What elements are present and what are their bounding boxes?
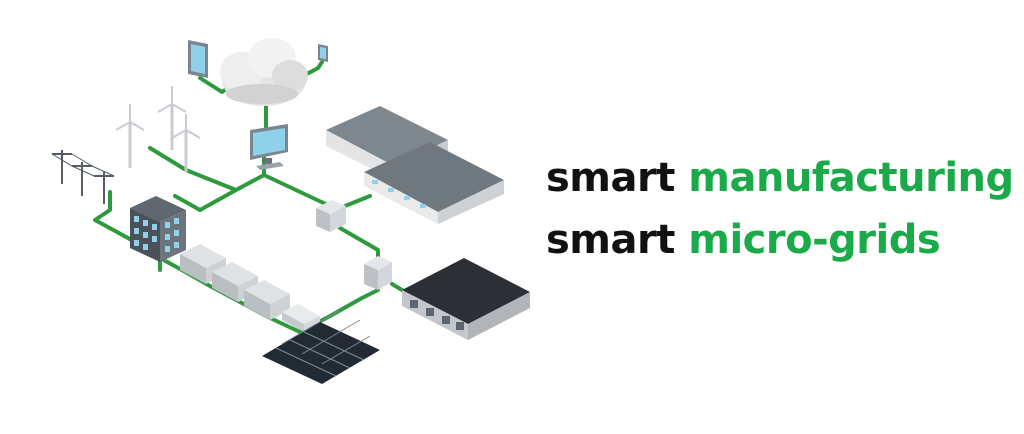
factory-icon — [326, 106, 504, 224]
generator-icon — [180, 244, 290, 320]
cloud-icon — [220, 38, 308, 106]
monitor-icon — [250, 124, 288, 170]
inverter-cabinet-icon — [316, 200, 392, 290]
headline-2-prefix: smart — [546, 217, 675, 263]
battery-storage-icon — [282, 304, 320, 332]
headline-line-1: smart manufacturing — [546, 158, 1014, 198]
warehouse-icon — [402, 258, 530, 340]
solar-panel-icon — [262, 309, 380, 384]
phone-icon — [318, 44, 328, 62]
power-pylon-icon — [51, 150, 115, 204]
headline-line-2: smart micro-grids — [546, 217, 941, 263]
headline-1-prefix: smart — [546, 155, 675, 201]
tablet-icon — [188, 40, 208, 78]
office-building-icon — [130, 196, 186, 262]
headline-2-highlight: micro-grids — [688, 217, 941, 263]
wind-turbine-icon — [115, 86, 201, 172]
headline-1-highlight: manufacturing — [688, 155, 1014, 201]
